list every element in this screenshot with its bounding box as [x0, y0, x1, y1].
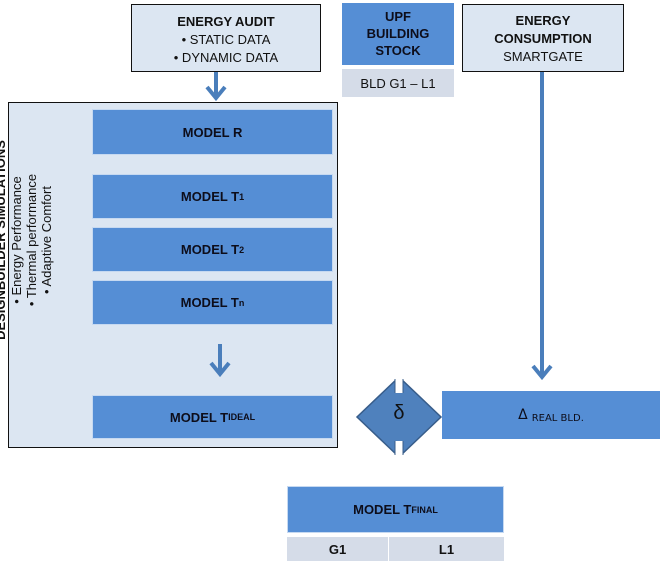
model-subscript: n [238, 297, 245, 308]
delta-symbol: δ [393, 402, 405, 424]
energy-consumption-title-line: CONSUMPTION [494, 31, 592, 46]
model-subscript: FINAL [411, 504, 438, 515]
model-label: MODEL T [169, 409, 229, 425]
model-subscript: 1 [239, 191, 245, 202]
building-stock-subtitle-text: BLD G1 – L1 [360, 75, 436, 91]
simulations-item: • Thermal performance [24, 173, 39, 307]
final-building-g1: G1 [287, 537, 388, 561]
model-subscript: 2 [239, 244, 245, 255]
simulations-container [8, 102, 338, 448]
arrow-down-icon [205, 72, 227, 102]
building-stock-title-line: UPF [385, 9, 411, 24]
building-stock-title-line: STOCK [375, 43, 421, 58]
energy-audit-item: • STATIC DATA [181, 32, 271, 47]
real-building-box: Δ REAL BLD. [442, 391, 660, 439]
final-building-label: L1 [438, 541, 455, 557]
real-building-symbol: Δ [518, 407, 528, 423]
real-building-subscript: REAL BLD. [531, 412, 584, 424]
energy-consumption-source: SMARTGATE [503, 49, 583, 64]
final-building-label: G1 [328, 541, 347, 557]
building-stock-subtitle: BLD G1 – L1 [342, 69, 454, 97]
simulations-item: • Energy Performance [9, 176, 24, 304]
simulations-title: DESIGNBUILDER SIMULATIONS [0, 140, 8, 340]
model-label: MODEL T [180, 189, 240, 204]
energy-audit-box: ENERGY AUDIT • STATIC DATA • DYNAMIC DAT… [131, 4, 321, 72]
arrow-down-icon [531, 72, 553, 381]
final-building-l1: L1 [389, 537, 504, 561]
building-stock-title-line: BUILDING [366, 26, 430, 41]
model-subscript: IDEAL [228, 412, 256, 422]
energy-consumption-title-line: ENERGY [515, 13, 571, 28]
model-label: MODEL T [180, 242, 240, 257]
simulations-item: • Adaptive Comfort [39, 186, 54, 294]
energy-audit-title: ENERGY AUDIT [177, 14, 275, 29]
model-label: MODEL R [182, 124, 243, 140]
model-r-box: MODEL R [92, 109, 333, 155]
delta-diamond [355, 375, 443, 459]
building-stock-box: UPF BUILDING STOCK [342, 3, 454, 65]
model-label: MODEL T [353, 502, 412, 517]
energy-consumption-box: ENERGY CONSUMPTION SMARTGATE [462, 4, 624, 72]
energy-audit-item: • DYNAMIC DATA [173, 50, 279, 65]
model-label: MODEL T [180, 295, 239, 310]
simulations-label: DESIGNBUILDER SIMULATIONS • Energy Perfo… [0, 110, 63, 370]
arrow-down-icon [209, 344, 231, 378]
